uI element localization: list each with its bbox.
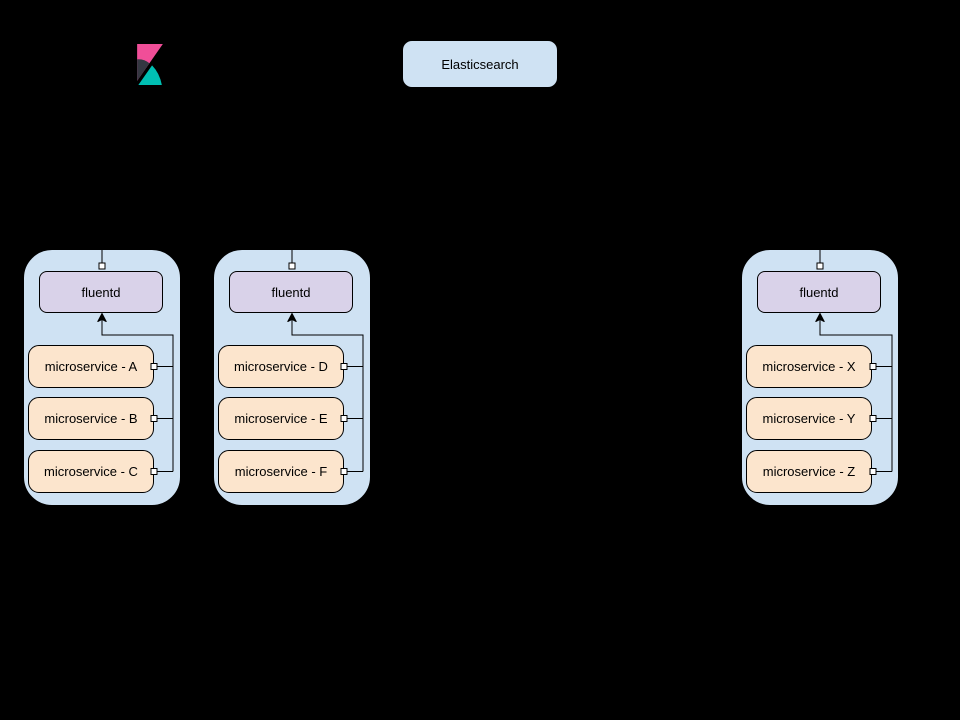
fluentd-node: fluentd [39, 271, 163, 313]
microservice-node: microservice - Y [746, 397, 872, 440]
microservice-node: microservice - B [28, 397, 154, 440]
node-group-1: fluentd microservice - A microservice - … [22, 248, 182, 507]
microservice-label: microservice - F [234, 464, 328, 479]
fluentd-label: fluentd [271, 284, 311, 300]
node-group-3: fluentd microservice - X microservice - … [740, 248, 900, 507]
microservice-label: microservice - C [44, 464, 138, 479]
microservice-node: microservice - C [28, 450, 154, 493]
fluentd-label: fluentd [799, 284, 839, 300]
microservice-node: microservice - F [218, 450, 344, 493]
fluentd-node: fluentd [757, 271, 881, 313]
microservice-node: microservice - X [746, 345, 872, 388]
microservice-node: microservice - E [218, 397, 344, 440]
node-group-2: fluentd microservice - D microservice - … [212, 248, 372, 507]
microservice-label: microservice - Y [762, 411, 856, 426]
microservice-label: microservice - B [44, 411, 138, 426]
fluentd-node: fluentd [229, 271, 353, 313]
microservice-label: microservice - E [234, 411, 328, 426]
microservice-node: microservice - Z [746, 450, 872, 493]
elasticsearch-label: Elasticsearch [441, 56, 519, 72]
elasticsearch-node: Elasticsearch [402, 40, 558, 88]
microservice-node: microservice - A [28, 345, 154, 388]
fluentd-label: fluentd [81, 284, 121, 300]
microservice-node: microservice - D [218, 345, 344, 388]
microservice-label: microservice - A [44, 359, 138, 374]
kibana-logo-icon [137, 44, 163, 85]
microservice-label: microservice - X [762, 359, 856, 374]
microservice-label: microservice - D [234, 359, 328, 374]
microservice-label: microservice - Z [762, 464, 856, 479]
